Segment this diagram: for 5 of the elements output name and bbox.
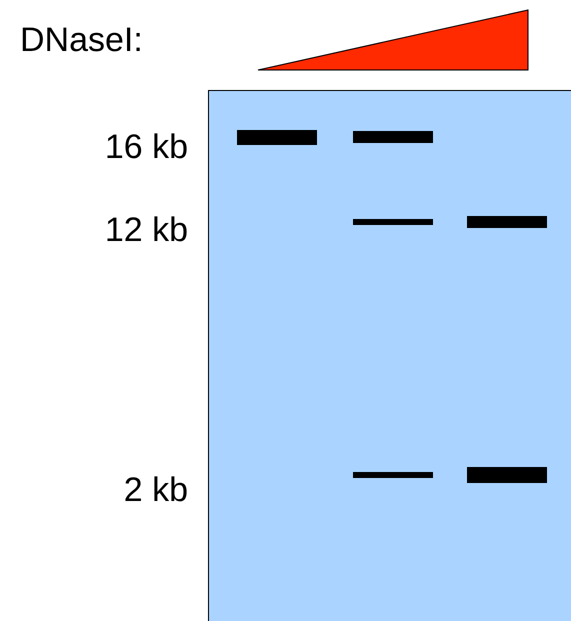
size-label: 12 kb (104, 210, 188, 250)
size-label: 16 kb (104, 127, 188, 167)
size-label: 2 kb (124, 470, 188, 510)
axis-label: DNaseI: (20, 20, 143, 60)
gradient-wedge (258, 9, 528, 70)
